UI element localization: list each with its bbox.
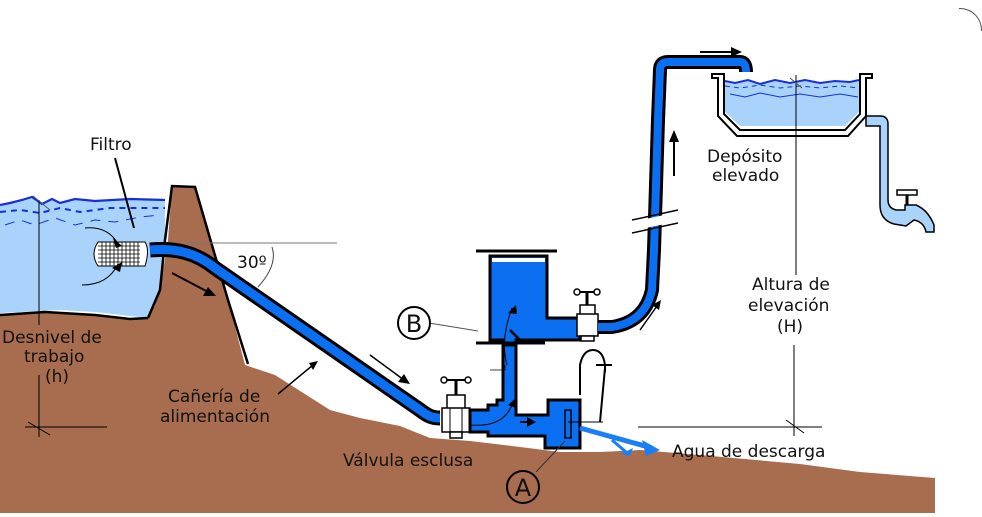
- callout-a: A: [506, 470, 540, 504]
- gate-valve-label: Válvula esclusa: [343, 451, 473, 471]
- tank-label-line1: Depósito: [707, 147, 782, 167]
- faucet-icon: [896, 189, 918, 205]
- feed-pipe: [149, 242, 441, 426]
- reservoir-water: [0, 198, 165, 318]
- gate-valve-icon: [440, 376, 472, 439]
- lift-label-line3: (H): [777, 317, 803, 337]
- delivery-valve: [573, 288, 601, 342]
- callout-b-label: B: [406, 310, 422, 338]
- mesh-filter-icon: [81, 227, 148, 286]
- elevated-tank: [711, 73, 935, 233]
- tank-label-line2: elevado: [712, 166, 779, 186]
- head-label-line2: trabajo: [24, 347, 84, 367]
- flow-arrow-icon: [669, 130, 679, 176]
- head-label-line3: (h): [45, 367, 69, 387]
- flow-arrow-icon: [639, 300, 661, 331]
- angle-indicator: [185, 242, 337, 288]
- feed-pipe-water: [149, 245, 441, 423]
- angle-label: 30º: [237, 253, 267, 273]
- delivery-pipe-water: [598, 58, 750, 331]
- callout-a-leader: [535, 440, 566, 473]
- reservoir-bed-outline: [0, 310, 149, 321]
- pump-horizontal-body: [468, 338, 582, 450]
- feed-pipe-callout-arrow: [277, 361, 318, 395]
- filter-label: Filtro: [90, 135, 132, 155]
- discharge-flow: [579, 425, 660, 456]
- dam-outline: [146, 184, 250, 365]
- ground: [0, 184, 935, 513]
- water-dashed-line-1: [0, 206, 165, 215]
- lift-dimension: [638, 75, 822, 436]
- flow-arrow-icon: [171, 272, 216, 296]
- callout-b-leader: [428, 322, 479, 332]
- lift-label-line2: elevación: [748, 296, 829, 316]
- outlet-pipe: [865, 115, 935, 233]
- delivery-pipe: [598, 55, 753, 334]
- callout-a-label: A: [515, 474, 532, 502]
- soil-mass: [0, 186, 935, 513]
- flow-arrow-icon: [700, 47, 742, 57]
- callout-b: B: [397, 306, 431, 340]
- water-surface-line: [0, 195, 166, 207]
- flow-arrow-icon: [369, 354, 410, 384]
- discharge-label: Agua de descarga: [672, 442, 825, 462]
- tank-wall: [711, 73, 873, 137]
- head-label-line1: Desnivel de: [2, 328, 102, 348]
- filter-leader: [114, 157, 135, 229]
- ram-pump-body: [468, 249, 612, 450]
- head-dimension: [25, 195, 107, 437]
- air-chamber: [488, 254, 582, 347]
- feed-pipe-label-line2: alimentación: [160, 407, 270, 427]
- feed-pipe-label-line1: Cañería de: [168, 387, 260, 407]
- lift-label-line1: Altura de: [752, 275, 830, 295]
- tank-water: [725, 80, 859, 126]
